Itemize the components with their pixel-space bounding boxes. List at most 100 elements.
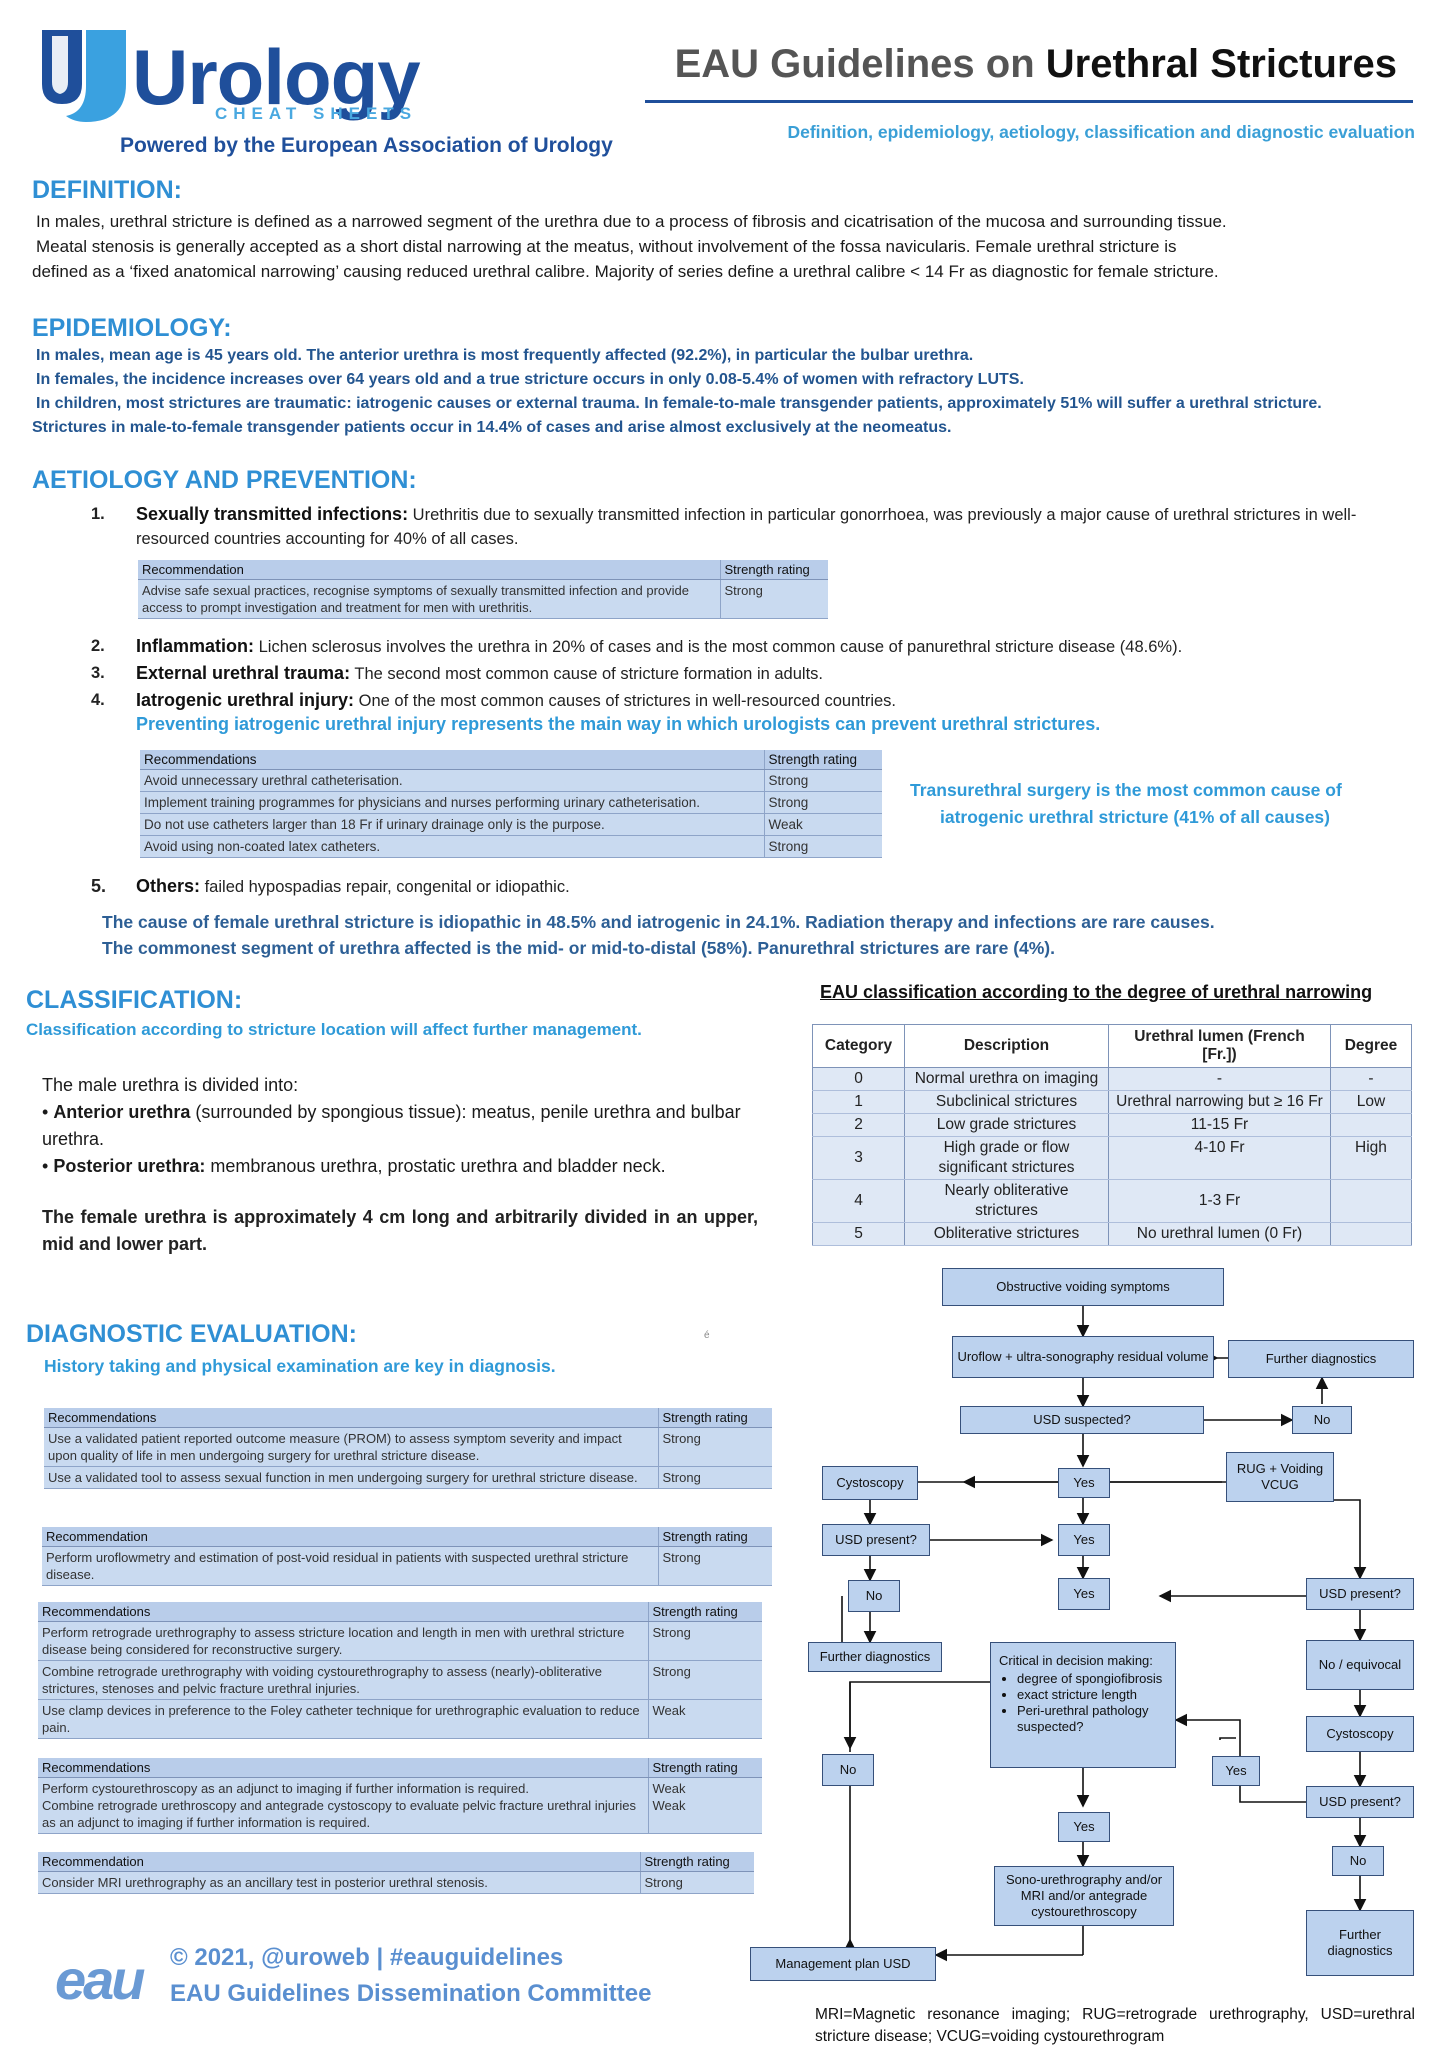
flow-obstructive-symptoms: Obstructive voiding symptoms [942, 1268, 1224, 1306]
table-cell: 11-15 Fr [1108, 1113, 1331, 1137]
page-subtitle: Definition, epidemiology, aetiology, cla… [787, 122, 1415, 142]
table-row: Perform cystourethroscopy as an adjunct … [38, 1777, 762, 1834]
table-cell: Strong [763, 769, 882, 792]
table-cell: - [1330, 1067, 1412, 1091]
flow-management-plan: Management plan USD [750, 1947, 936, 1981]
table-cell: Low [1330, 1090, 1412, 1114]
flow-usd-present-right-2: USD present? [1306, 1786, 1414, 1818]
flow-uroflow: Uroflow + ultra-sonography residual volu… [952, 1336, 1214, 1378]
table-cell: 3 [812, 1136, 905, 1180]
male-intro: The male urethra is divided into: [42, 1075, 299, 1095]
table-cell: Strong [647, 1621, 762, 1661]
item-text: Urethritis due to sexually transmitted i… [136, 506, 1357, 548]
table-cell: High grade or flow significant stricture… [904, 1136, 1109, 1180]
item-number: 5. [91, 876, 107, 896]
anterior-urethra: • Anterior urethra (surrounded by spongi… [42, 1102, 741, 1149]
epidemiology-line-1: In males, mean age is 45 years old. The … [36, 347, 974, 364]
aetiology-item-3: 3. External urethral trauma: The second … [91, 661, 1406, 686]
table-cell: Use a validated patient reported outcome… [44, 1427, 658, 1467]
table-cell: Strong [763, 791, 882, 814]
item-title: Inflammation: [136, 636, 255, 656]
table-header: Strength rating [763, 750, 882, 770]
table-header: Recommendations [140, 750, 764, 770]
definition-heading: DEFINITION: [32, 176, 182, 204]
table-cell: Nearly obliterative strictures [904, 1179, 1109, 1223]
table-cell: Perform retrograde urethrography to asse… [38, 1621, 648, 1661]
table-row: Perform retrograde urethrography to asse… [38, 1621, 762, 1661]
table-cell: Subclinical strictures [904, 1090, 1109, 1114]
table-cell: Urethral narrowing but ≥ 16 Fr [1108, 1090, 1331, 1114]
flow-further-diagnostics-left: Further diagnostics [808, 1642, 942, 1672]
table-header: Recommendations [38, 1758, 648, 1778]
title-divider [645, 100, 1413, 103]
transurethral-note-line-1: Transurethral surgery is the most common… [910, 780, 1342, 800]
definition-line-3: defined as a ‘fixed anatomical narrowing… [32, 262, 1219, 281]
table-cell: Strong [763, 835, 882, 858]
epidemiology-line-2: In females, the incidence increases over… [36, 371, 1024, 388]
item-title: Iatrogenic urethral injury: [136, 690, 355, 710]
table-row: Perform uroflowmetry and estimation of p… [42, 1546, 772, 1586]
table-header: Category [812, 1024, 905, 1068]
table-header: Strength rating [719, 560, 828, 580]
flow-no-left: No [848, 1580, 900, 1612]
classification-heading: CLASSIFICATION: [26, 986, 243, 1014]
classification-table: Category Description Urethral lumen (Fre… [812, 1024, 1412, 1246]
table-row: Use a validated patient reported outcome… [44, 1427, 772, 1467]
flow-no-top: No [1292, 1406, 1352, 1434]
item-title: Others: [136, 876, 201, 896]
table-header: Recommendation [38, 1852, 640, 1872]
table-cell: Consider MRI urethrography as an ancilla… [38, 1871, 640, 1894]
flow-no-equivocal: No / equivocal [1306, 1640, 1414, 1690]
female-urethra-description: The female urethra is approximately 4 cm… [42, 1207, 758, 1254]
flow-usd-present-right: USD present? [1306, 1578, 1414, 1610]
table-cell: 0 [812, 1067, 905, 1091]
table-row: Do not use catheters larger than 18 Fr i… [140, 813, 882, 836]
aetiology-item-2: 2. Inflammation: Lichen sclerosus involv… [91, 634, 1406, 659]
transurethral-note-line-2: iatrogenic urethral stricture (41% of al… [940, 807, 1330, 827]
table-cell: Weak [647, 1699, 762, 1739]
flow-further-diagnostics-right: Further diagnostics [1306, 1910, 1414, 1976]
posterior-text: membranous urethra, prostatic urethra an… [205, 1156, 666, 1176]
item-text: One of the most common causes of strictu… [354, 692, 897, 710]
table-header: Strength rating [647, 1602, 762, 1622]
table-header: Recommendations [38, 1602, 648, 1622]
table-row: Use clamp devices in preference to the F… [38, 1699, 762, 1739]
table-cell [1330, 1222, 1412, 1246]
item-text: The second most common cause of strictur… [350, 665, 823, 683]
flow-yes-1: Yes [1058, 1468, 1110, 1498]
table-cell: High [1330, 1136, 1412, 1180]
table-row: Consider MRI urethrography as an ancilla… [38, 1871, 754, 1894]
aetiology-heading: AETIOLOGY AND PREVENTION: [32, 466, 417, 494]
aetiology-item-4: 4. Iatrogenic urethral injury: One of th… [91, 688, 1406, 713]
female-note-line-1: The cause of female urethral stricture i… [102, 912, 1215, 932]
item-number: 3. [91, 664, 105, 682]
table-header: Description [904, 1024, 1109, 1068]
footer-copyright: © 2021, @uroweb | #eauguidelines [170, 1944, 564, 1971]
flow-usd-present-left: USD present? [822, 1524, 930, 1556]
table-header: Strength rating [647, 1758, 762, 1778]
flow-rug-vcug: RUG + Voiding VCUG [1226, 1452, 1334, 1502]
item-number: 1. [91, 505, 105, 523]
item-text: Lichen sclerosus involves the urethra in… [254, 638, 1183, 656]
table-header: Recommendation [42, 1527, 658, 1547]
table-row: Avoid using non-coated latex catheters.S… [140, 835, 882, 858]
table-cell: Do not use catheters larger than 18 Fr i… [140, 813, 764, 836]
table-header: Strength rating [657, 1527, 772, 1547]
table-row: Avoid unnecessary urethral catheterisati… [140, 769, 882, 792]
table-cell: Use clamp devices in preference to the F… [38, 1699, 648, 1739]
table-cell: 1-3 Fr [1108, 1179, 1331, 1223]
table-cell: Strong [657, 1546, 772, 1586]
flow-yes-mid: Yes [1212, 1756, 1260, 1786]
critical-item: degree of spongiofibrosis [1017, 1671, 1167, 1687]
table-cell: Avoid using non-coated latex catheters. [140, 835, 764, 858]
table-cell: Low grade strictures [904, 1113, 1109, 1137]
abbreviation-legend: MRI=Magnetic resonance imaging; RUG=retr… [815, 2006, 1415, 2045]
table-cell: Strong [647, 1660, 762, 1700]
table-header: Degree [1330, 1024, 1412, 1068]
flow-further-diagnostics-top: Further diagnostics [1228, 1340, 1414, 1378]
